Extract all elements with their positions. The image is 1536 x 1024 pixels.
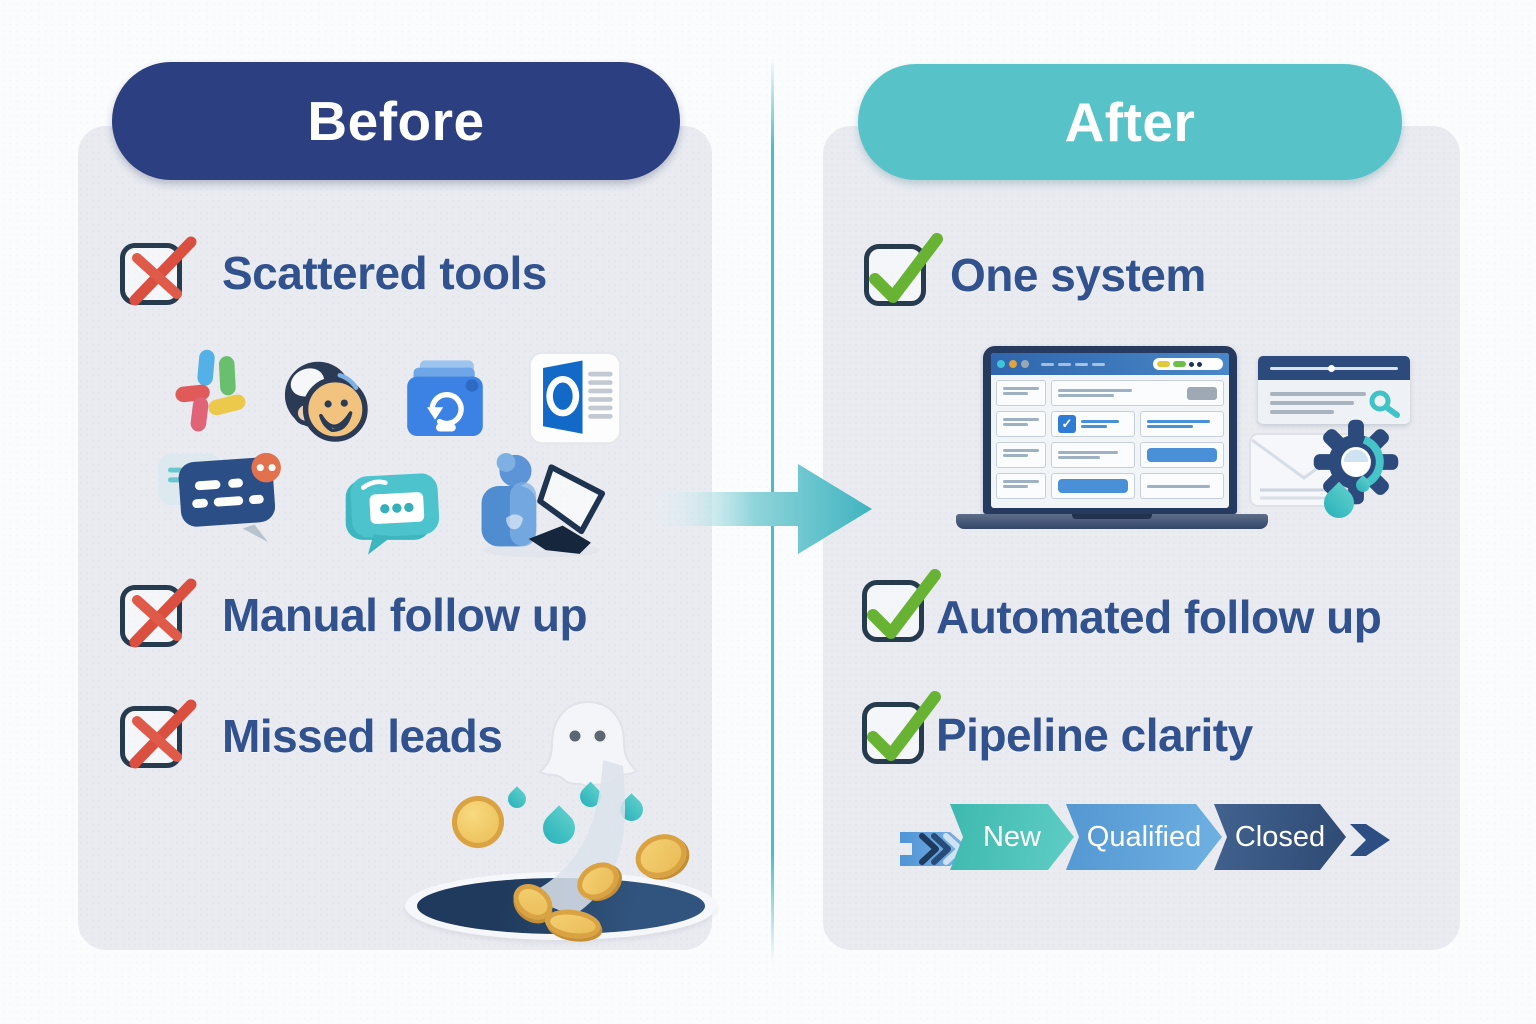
stage-label: Closed: [1234, 820, 1326, 853]
crm-row-card: [1051, 442, 1135, 468]
green-check-icon: [867, 569, 941, 639]
folder-sync-icon: [400, 352, 490, 453]
gear-icon: [1313, 419, 1399, 505]
after-title: After: [1064, 91, 1196, 153]
crm-task-card: ✓: [1051, 411, 1135, 437]
laptop-base: [956, 514, 1268, 529]
crm-topbar: [991, 353, 1229, 375]
checkbox-pipeline-clarity: [862, 691, 941, 764]
checkbox-one-system: [864, 233, 943, 306]
slider-line: [1270, 364, 1398, 372]
crm-row-card: [1140, 473, 1224, 499]
before-to-after-arrow-icon: [658, 464, 872, 554]
crm-row-card: [1140, 411, 1224, 437]
browser-card-icon: [1258, 356, 1410, 424]
menu-dash: [1058, 362, 1071, 366]
menu-dash: [1075, 362, 1088, 366]
before-item-2: Manual follow up: [222, 589, 588, 641]
slider-knob: [1327, 364, 1335, 372]
window-dot: [1021, 360, 1029, 368]
stage-label: New: [982, 820, 1041, 853]
after-item-2: Automated follow up: [936, 591, 1382, 643]
laptop-notch: [1072, 514, 1152, 519]
crm-main-area: ✓: [1051, 380, 1224, 499]
mailchimp-mascot-icon: [284, 358, 374, 455]
crm-dashboard: ✓: [991, 375, 1229, 504]
checkbox-scattered-tools: [120, 236, 197, 306]
crm-row-card: [1051, 473, 1135, 499]
pipeline-stage-qualified: Qualified: [1066, 804, 1222, 870]
status-dot: [1197, 361, 1202, 367]
red-x-icon: [129, 699, 197, 769]
sidebar-card: [996, 473, 1046, 499]
red-x-icon: [129, 578, 197, 648]
browser-card-body: [1258, 380, 1410, 426]
topbar-status-pill: [1153, 358, 1223, 370]
status-dot: [1189, 361, 1194, 367]
person-with-laptop-icon: [474, 446, 606, 565]
crm-row-card: [1051, 380, 1224, 406]
blue-button: [1058, 479, 1128, 493]
gray-button: [1187, 386, 1217, 400]
before-header-pill: Before: [112, 62, 680, 180]
window-dot: [1009, 360, 1017, 368]
after-item-3: Pipeline clarity: [936, 709, 1253, 761]
blue-checkbox-icon: ✓: [1058, 415, 1076, 433]
menu-dash: [1041, 362, 1054, 366]
sidebar-card: [996, 411, 1046, 437]
status-segment: [1173, 361, 1186, 367]
after-item-1: One system: [950, 249, 1206, 301]
window-dot: [997, 360, 1005, 368]
crm-sidebar: [996, 380, 1046, 499]
green-check-icon: [869, 233, 943, 303]
checkbox-automated-follow-up: [862, 569, 941, 642]
checkbox-missed-leads: [120, 699, 197, 769]
blue-button: [1147, 448, 1217, 462]
slack-icon: [172, 348, 254, 443]
coin-icon: [452, 796, 504, 848]
status-segment: [1157, 361, 1170, 367]
after-panel: [823, 126, 1460, 950]
green-check-icon: [867, 691, 941, 761]
crm-row-card: [1140, 442, 1224, 468]
crm-laptop-icon: ✓: [983, 346, 1237, 514]
pipeline-stage-new: New: [950, 804, 1074, 870]
before-item-3: Missed leads: [222, 710, 503, 762]
chat-notification-icon: [158, 446, 286, 559]
after-header-pill: After: [858, 64, 1402, 180]
pipeline-trail-icon: [1350, 824, 1390, 856]
menu-dash: [1092, 362, 1105, 366]
stage-label: Qualified: [1086, 820, 1202, 853]
before-item-1: Scattered tools: [222, 247, 547, 299]
browser-card-header: [1258, 356, 1410, 380]
chat-typing-icon: [342, 462, 444, 567]
before-title: Before: [307, 90, 485, 152]
magnifier-icon: [1369, 390, 1400, 418]
pipeline-stage-closed: Closed: [1214, 804, 1346, 870]
crm-screen: ✓: [991, 353, 1229, 508]
sidebar-card: [996, 380, 1046, 406]
checkbox-manual-follow-up: [120, 578, 197, 648]
red-x-icon: [129, 236, 197, 306]
sidebar-card: [996, 442, 1046, 468]
outlook-icon: [528, 348, 622, 455]
